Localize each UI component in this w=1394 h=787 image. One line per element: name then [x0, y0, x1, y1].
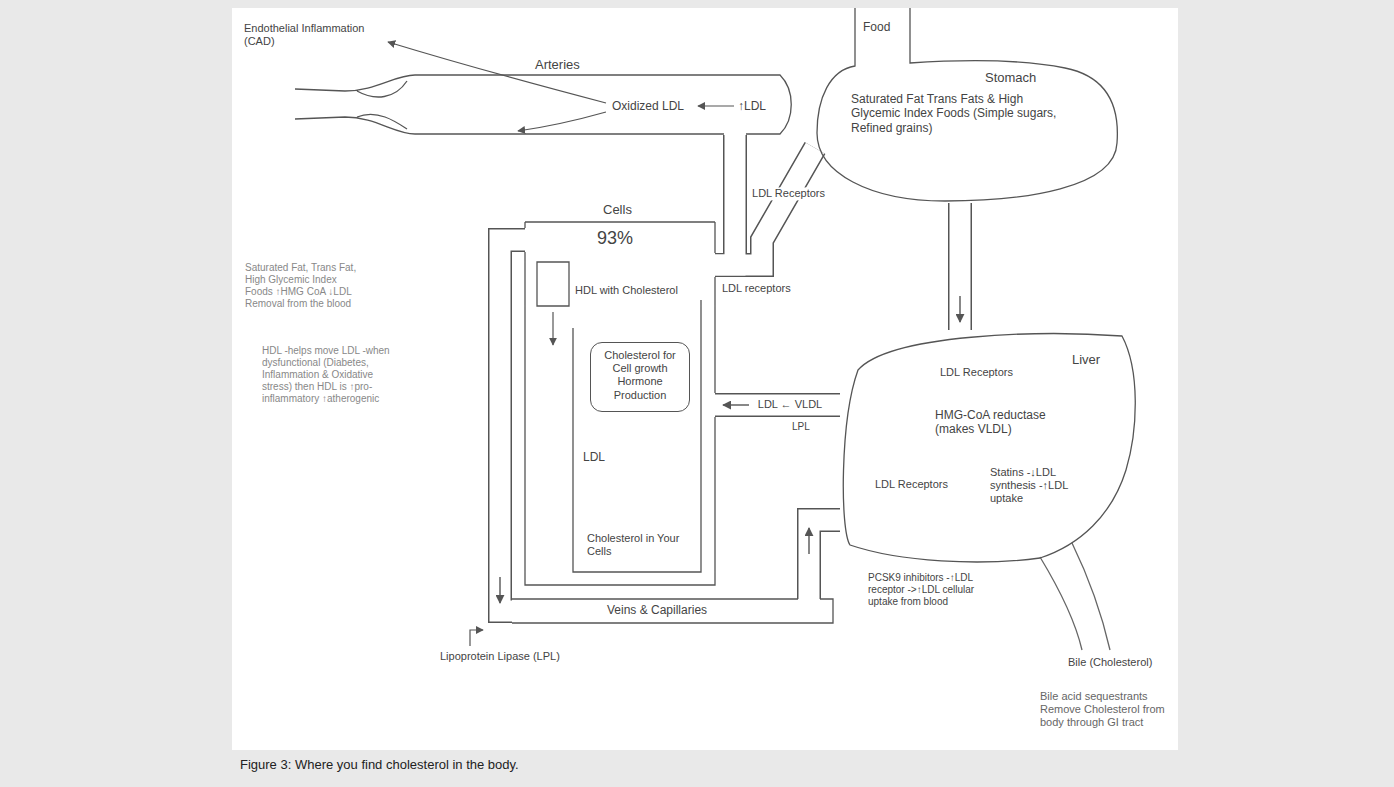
flow-arrow [959, 296, 960, 322]
pipe-connector [500, 240, 525, 611]
flow-arrow [723, 404, 749, 405]
pipe-lumen [715, 395, 840, 416]
flow-arrow [552, 312, 553, 345]
artery-tube: Arteries [295, 55, 800, 135]
edge-label: LDL ← VLDL [755, 398, 825, 411]
region-label: Cholesterol in Your Cells [587, 532, 692, 558]
organ-label: Cells [603, 202, 632, 218]
percent-value: 93% [597, 228, 633, 250]
receptor-label: LDL receptors [722, 282, 791, 295]
enzyme-label: HMG-CoA reductase (makes VLDL) [935, 408, 1070, 437]
drug-note: PCSK9 inhibitors -↑LDL receptor ->↑LDL c… [868, 572, 983, 608]
effect-label: Endothelial Inflammation (CAD) [244, 22, 384, 48]
particle-label: ↑LDL [738, 99, 766, 113]
bile-duct [1040, 557, 1082, 650]
flow-arrow [698, 105, 734, 106]
particle-label: LDL [583, 450, 605, 464]
vessel-label: Veins & Capillaries [607, 603, 707, 617]
inlet-label: Food [863, 20, 890, 34]
side-note: HDL -helps move LDL -when dysfunctional … [262, 345, 392, 405]
pipe-lumen [715, 148, 815, 265]
food-note: Saturated Fat Trans Fats & High Glycemic… [851, 92, 1066, 135]
outline-path [512, 599, 833, 623]
outline-path [295, 75, 791, 134]
enzyme-label: LPL [792, 421, 810, 433]
pipe-arrows [500, 296, 960, 603]
pipe-walls [500, 135, 960, 611]
pipe-lumen [715, 135, 735, 265]
outlet-label: Bile (Cholesterol) [1068, 656, 1152, 669]
pipe-connector [715, 393, 840, 417]
flow-arrow [470, 630, 483, 646]
outline-path [525, 222, 715, 585]
flow-arrow [499, 577, 500, 603]
outline-path [817, 8, 1117, 201]
pipe-lumen [500, 240, 525, 611]
pipe-lumen [950, 203, 971, 330]
liver-organ: LiverLDL ReceptorsHMG-CoA reductase (mak… [840, 330, 1140, 565]
pipe-connector [948, 203, 972, 330]
enzyme-label: Lipoprotein Lipase (LPL) [440, 650, 560, 663]
cholesterol-box: Cholesterol for Cell growth Hormone Prod… [590, 342, 690, 412]
vein-tube: Veins & Capillaries [512, 599, 833, 623]
receptor-label: LDL Receptors [875, 478, 948, 491]
pipe-lumens [500, 135, 960, 611]
flow-arrow [808, 528, 809, 554]
flow-arrow [388, 42, 606, 103]
cell-box: Cells 93% HDL with CholesterolLDL Cholester… [525, 200, 715, 585]
organ-label: Arteries [535, 57, 580, 73]
outline-path [843, 334, 1135, 562]
drug-note: Statins -↓LDL synthesis -↑LDL uptake [990, 466, 1090, 506]
drug-note: Bile acid sequestrants Remove Cholestero… [1040, 690, 1175, 730]
box-text: Cholesterol for Cell growth Hormone Prod… [597, 349, 683, 402]
receptor-label: LDL Receptors [940, 366, 1013, 379]
bile-duct [1072, 543, 1110, 650]
organ-label: Stomach [985, 70, 1036, 86]
side-note: Saturated Fat, Trans Fat, High Glycemic … [245, 262, 363, 310]
particle-label: Oxidized LDL [612, 99, 684, 113]
figure-caption: Figure 3: Where you find cholesterol in … [240, 757, 519, 773]
particle-label: HDL with Cholesterol [575, 284, 678, 297]
flow-arrow [518, 112, 606, 131]
pipe-connector [715, 135, 735, 265]
stomach-organ: FoodStomachSaturated Fat Trans Fats & Hi… [815, 8, 1125, 203]
organ-label: Liver [1072, 352, 1100, 368]
pipe-lumen [809, 520, 840, 599]
paper-panel [232, 8, 1178, 750]
pipe-connector [809, 520, 840, 599]
edge-label: LDL Receptors [749, 187, 828, 200]
